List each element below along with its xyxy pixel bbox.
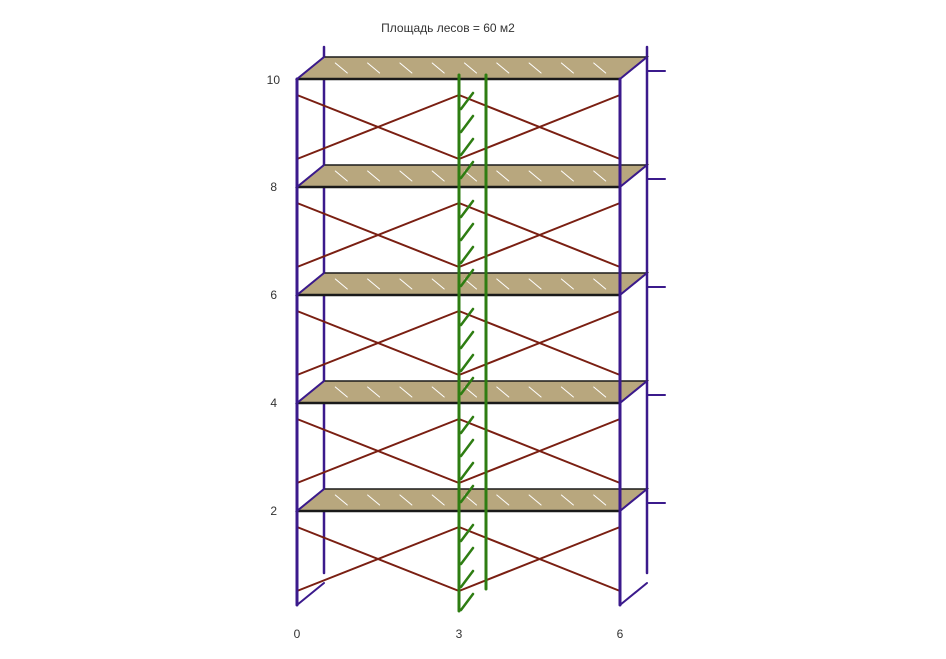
- deck-seam: [496, 386, 510, 398]
- deck-seam: [528, 278, 542, 290]
- ladder-rung: [459, 199, 475, 219]
- deck-seam: [560, 386, 574, 398]
- ladder-rung: [459, 376, 475, 396]
- y-tick-label-6: 6: [270, 288, 277, 302]
- deck-platform: [294, 272, 650, 296]
- ladder-rung: [459, 307, 475, 327]
- deck-seam: [496, 494, 510, 506]
- deck-seam: [399, 494, 413, 506]
- ladder-rung: [459, 222, 475, 242]
- ladder-rung: [459, 523, 475, 543]
- ladder-rung: [459, 91, 475, 111]
- deck-seam: [431, 170, 445, 182]
- cross-brace: [296, 418, 460, 484]
- ladder-rung: [459, 137, 475, 157]
- deck-seam: [399, 170, 413, 182]
- cross-brace: [296, 526, 460, 592]
- deck-seam: [560, 494, 574, 506]
- deck-seam: [367, 494, 381, 506]
- deck-seam: [528, 494, 542, 506]
- deck-seam: [431, 494, 445, 506]
- ladder-rung: [459, 546, 475, 566]
- y-tick-label-10: 10: [267, 73, 281, 87]
- frame-edge-diagonal: [296, 164, 325, 188]
- x-tick-label-6: 6: [617, 627, 624, 641]
- deck-seam: [334, 170, 348, 182]
- deck-seam: [593, 386, 607, 398]
- deck-seam: [496, 278, 510, 290]
- deck-seam: [496, 62, 510, 74]
- deck-seam: [593, 170, 607, 182]
- ladder-rung: [459, 569, 475, 589]
- frame-edge-diagonal: [296, 488, 325, 512]
- axis-labels: 10 8 6 4 2 0 3 6: [267, 73, 624, 641]
- ladder-rung: [459, 268, 475, 288]
- y-tick-label-8: 8: [270, 180, 277, 194]
- deck-seam: [528, 62, 542, 74]
- cross-brace: [296, 310, 460, 376]
- ladder-rung: [459, 461, 475, 481]
- deck-seam: [560, 62, 574, 74]
- deck-seam: [560, 278, 574, 290]
- x-tick-label-0: 0: [294, 627, 301, 641]
- frame-edge-diagonal: [619, 488, 648, 512]
- deck-seam: [431, 62, 445, 74]
- ladder-rung: [459, 415, 475, 435]
- frame-edge-diagonal: [296, 272, 325, 296]
- cross-brace: [296, 202, 460, 268]
- ladder-rung: [459, 245, 475, 265]
- deck-seam: [367, 386, 381, 398]
- deck-platform: [294, 380, 650, 404]
- frame-edge-diagonal: [619, 56, 648, 80]
- deck-seam: [367, 278, 381, 290]
- frame-edge-diagonal: [296, 56, 325, 80]
- deck-seam: [496, 170, 510, 182]
- base-diagonal-right: [619, 582, 648, 606]
- deck-seam: [431, 278, 445, 290]
- deck-seam: [334, 62, 348, 74]
- frame-edge-diagonal: [619, 164, 648, 188]
- deck-seam: [367, 62, 381, 74]
- y-tick-label-4: 4: [270, 396, 277, 410]
- deck-seam: [593, 62, 607, 74]
- deck-seam: [593, 278, 607, 290]
- frame-edge-diagonal: [619, 272, 648, 296]
- deck-platform: [294, 56, 650, 80]
- deck-seam: [334, 386, 348, 398]
- deck-seam: [528, 170, 542, 182]
- scaffold-structure: [294, 45, 666, 613]
- deck-seam: [334, 278, 348, 290]
- y-tick-label-2: 2: [270, 504, 277, 518]
- deck-seam: [593, 494, 607, 506]
- deck-platform: [294, 164, 650, 188]
- deck-platform: [294, 488, 650, 512]
- ladder-rung: [459, 160, 475, 180]
- ladder-rung: [459, 484, 475, 504]
- ladder-rung: [459, 353, 475, 373]
- deck-seam: [399, 278, 413, 290]
- ladder-rung: [459, 592, 475, 612]
- deck-seam: [399, 386, 413, 398]
- deck-seam: [560, 170, 574, 182]
- deck-seam: [528, 386, 542, 398]
- deck-seam: [464, 62, 477, 74]
- ladder-rung: [459, 330, 475, 350]
- frame-edge-diagonal: [296, 380, 325, 404]
- ladder-rung: [459, 114, 475, 134]
- frame-edge-diagonal: [619, 380, 648, 404]
- x-tick-label-3: 3: [456, 627, 463, 641]
- ladder-rung: [459, 438, 475, 458]
- base-diagonal-left: [296, 582, 325, 606]
- deck-seam: [367, 170, 381, 182]
- deck-seam: [431, 386, 445, 398]
- deck-seam: [399, 62, 413, 74]
- cross-brace: [296, 94, 460, 160]
- diagram-title: Площадь лесов = 60 м2: [381, 21, 515, 35]
- deck-seam: [334, 494, 348, 506]
